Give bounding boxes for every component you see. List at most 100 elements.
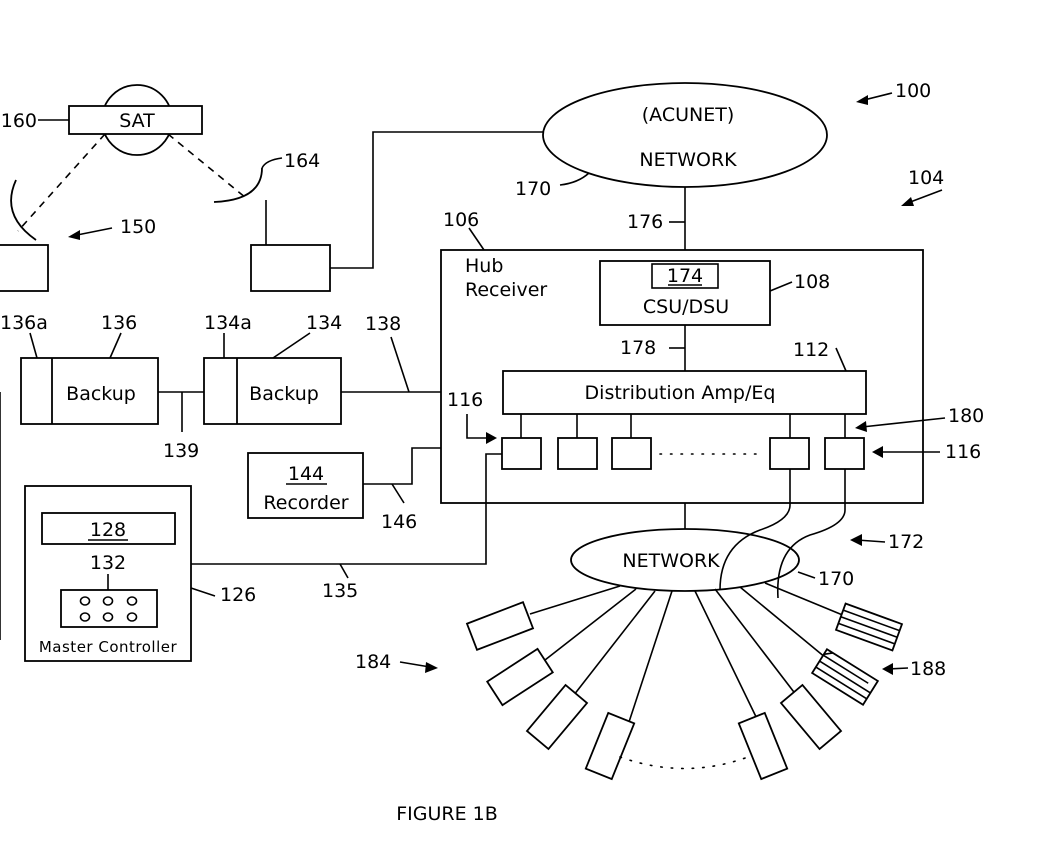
ref-126: 126 — [220, 584, 256, 606]
sat-label: SAT — [119, 110, 155, 132]
terminal-hatched-2 — [834, 602, 904, 652]
ref-116-right: 116 — [945, 441, 981, 463]
dish-164 — [213, 167, 263, 203]
terminal-hatched-1 — [810, 647, 880, 707]
ref-172: 172 — [888, 531, 924, 553]
terminal-ellipsis — [619, 756, 749, 770]
ref-104: 104 — [908, 167, 944, 189]
master-controller-label: Master Controller — [39, 638, 178, 656]
port-3 — [611, 437, 652, 470]
ref-174: 174 — [667, 265, 703, 287]
port-n — [824, 437, 865, 470]
leader-136a — [29, 332, 38, 359]
leader-170-top — [559, 172, 590, 186]
leader-135 — [339, 563, 349, 579]
uplink-left — [17, 133, 106, 232]
backup-134-label: Backup — [249, 383, 319, 405]
port-group — [501, 414, 865, 470]
leader-126 — [190, 587, 216, 597]
line-135 — [191, 453, 502, 565]
ref-144: 144 — [288, 463, 324, 485]
backup-134-box — [203, 357, 342, 425]
acunet-label: (ACUNET) — [642, 104, 735, 126]
hub-label-line1: Hub — [465, 255, 503, 277]
ref-184: 184 — [355, 651, 391, 673]
ground-station-box — [250, 244, 331, 292]
port-2 — [557, 437, 598, 470]
recorder-label: Recorder — [263, 492, 348, 514]
ref-138: 138 — [365, 313, 401, 335]
port-link-n — [776, 469, 846, 599]
port-link-n-1 — [719, 469, 791, 591]
leader-136 — [109, 332, 122, 359]
ref-170-top: 170 — [515, 178, 551, 200]
ref-134a: 134a — [204, 312, 252, 334]
ref-112: 112 — [793, 339, 829, 361]
csu-num-box — [651, 263, 719, 289]
terminal-6 — [779, 683, 843, 751]
arrow-180-line — [861, 417, 946, 428]
leader-146 — [391, 483, 405, 504]
ref-139: 139 — [163, 440, 199, 462]
arrow-180-head — [855, 421, 867, 432]
ref-136a: 136a — [0, 312, 48, 334]
arrow-172-head — [850, 534, 862, 546]
local-network — [570, 528, 800, 592]
port-1 — [501, 437, 542, 470]
ref-176: 176 — [627, 211, 663, 233]
satellite: SAT — [68, 84, 203, 156]
ref-116-left: 116 — [447, 389, 483, 411]
ref-100: 100 — [895, 80, 931, 102]
backup-136-box — [20, 357, 159, 425]
ref-132: 132 — [90, 552, 126, 574]
backup-136-label: Backup — [66, 383, 136, 405]
arrow-184-line — [399, 661, 431, 668]
leader-134 — [272, 332, 311, 359]
terminal-1 — [465, 601, 535, 651]
csu-dsu-label: CSU/DSU — [643, 296, 729, 318]
network-bottom-label: NETWORK — [622, 550, 720, 572]
recorder-box — [247, 452, 364, 519]
arrow-116-left-head — [486, 432, 497, 444]
hub-label-line2: Receiver — [465, 279, 547, 301]
arrow-104-head — [901, 197, 914, 206]
ref-164: 164 — [284, 150, 320, 172]
ref-178: 178 — [620, 337, 656, 359]
ref-188: 188 — [910, 658, 946, 680]
figure-caption: FIGURE 1B — [396, 803, 498, 825]
site-box — [0, 244, 49, 292]
leader-170-bottom — [797, 571, 816, 579]
keypad-buttons — [79, 596, 138, 622]
uplink-right — [167, 133, 247, 199]
terminal-4 — [584, 711, 636, 781]
line-146 — [363, 447, 441, 485]
ref-134: 134 — [306, 312, 342, 334]
acunet-network — [542, 82, 828, 188]
link-ground-to-acunet — [330, 131, 545, 269]
ref-146: 146 — [381, 511, 417, 533]
ref-170-bottom: 170 — [818, 568, 854, 590]
arrow-184-head — [425, 662, 438, 673]
arrow-116-left-line — [466, 414, 488, 439]
arrow-150-head — [68, 230, 80, 240]
dish-left — [10, 179, 37, 241]
ref-180: 180 — [948, 405, 984, 427]
ref-128: 128 — [90, 519, 126, 541]
arrow-100-head — [856, 95, 868, 105]
network-top-label: NETWORK — [639, 149, 737, 171]
ref-150: 150 — [120, 216, 156, 238]
leader-138 — [390, 336, 410, 393]
terminal-3 — [525, 683, 589, 751]
port-n-1 — [769, 437, 810, 470]
ref-106: 106 — [443, 209, 479, 231]
ref-108: 108 — [794, 271, 830, 293]
distribution-label: Distribution Amp/Eq — [585, 382, 776, 404]
arrow-116-right-head — [872, 446, 883, 458]
ref-136: 136 — [101, 312, 137, 334]
leader-106 — [468, 227, 485, 251]
distribution-amp-box — [502, 370, 867, 415]
display-128-box — [41, 512, 176, 545]
terminal-2 — [485, 647, 555, 707]
